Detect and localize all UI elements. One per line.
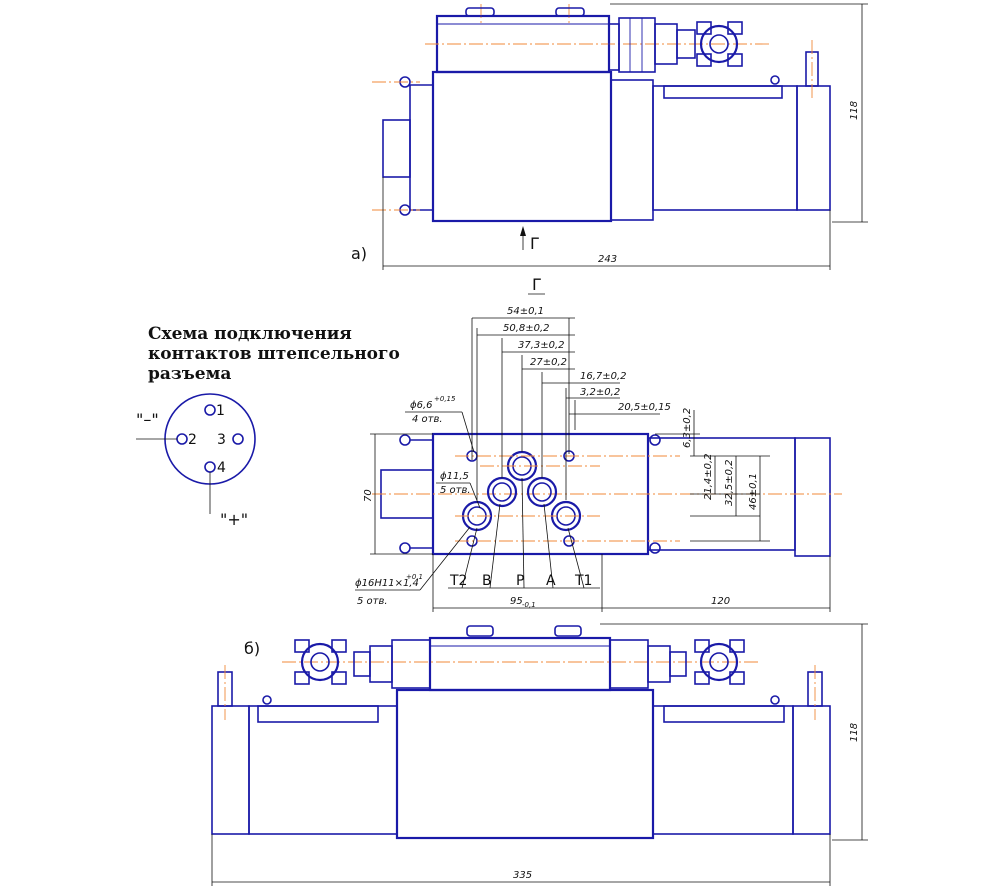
- hole-big-count: 5 отв.: [357, 596, 388, 607]
- view-b-valve-body: [395, 688, 655, 840]
- pin-1-label: 1: [216, 403, 225, 419]
- dim-37-3: 37,3±0,2: [518, 340, 565, 351]
- title-line-2: контактов штепсельного: [148, 344, 400, 364]
- title-line-3: разъема: [148, 364, 232, 384]
- connection-scheme-title: Схема подключения контактов штепсельного…: [148, 324, 400, 384]
- hole-big-tolerance: +0,1: [406, 573, 423, 581]
- connector-outline: [164, 393, 256, 485]
- pin-1: [204, 404, 216, 416]
- view-b-left-clamp: [294, 639, 347, 685]
- minus-label: "–": [136, 410, 159, 429]
- view-b-height-dimension: 118: [849, 723, 860, 742]
- dim-120: 120: [711, 596, 730, 607]
- dim-6-3: 6,3±0,2: [682, 408, 693, 448]
- dim-20-5: 20,5±0,15: [618, 402, 671, 413]
- hole-small-tolerance: +0,15: [434, 395, 456, 403]
- dim-32-5: 32,5±0,2: [724, 459, 735, 506]
- port-label-t1: T1: [574, 573, 592, 589]
- dim-50-8: 50,8±0,2: [503, 323, 550, 334]
- hole-small-count: 4 отв.: [412, 414, 443, 425]
- view-b-length-dimension: 335: [513, 870, 532, 881]
- pin-4: [204, 461, 216, 473]
- dim-27: 27±0,2: [530, 357, 567, 368]
- view-a-label: а): [351, 244, 367, 263]
- hole-mid-count: 5 отв.: [440, 485, 471, 496]
- view-g-label: Г: [532, 275, 542, 294]
- port-label-p: P: [516, 573, 524, 589]
- pin-3-label: 3: [217, 432, 226, 448]
- dim-54: 54±0,1: [507, 306, 544, 317]
- port-b: [486, 476, 518, 508]
- hole-small-callout: ϕ6,6: [410, 400, 433, 411]
- view-a-cable-clamp: [696, 21, 743, 67]
- view-g: Г: [355, 275, 842, 612]
- view-a-height-dimension: 118: [849, 101, 860, 120]
- connector-scheme: 1 2 3 4 "–" "+": [136, 393, 256, 529]
- dim-16-7: 16,7±0,2: [580, 371, 627, 382]
- pin-2-label: 2: [188, 432, 197, 448]
- view-b-right-clamp: [694, 639, 745, 685]
- view-b: б): [211, 623, 868, 886]
- dim-21-4: 21,4±0,2: [703, 453, 714, 500]
- dim-95-tolerance: -0,1: [522, 601, 536, 609]
- port-label-b: B: [482, 573, 492, 589]
- pin-4-label: 4: [217, 460, 226, 476]
- dim-70: 70: [363, 489, 374, 502]
- pin-2: [176, 433, 188, 445]
- view-a-length-dimension: 243: [598, 254, 617, 265]
- dim-95: 95: [510, 596, 523, 607]
- port-a: [526, 476, 558, 508]
- title-line-1: Схема подключения: [148, 324, 352, 344]
- dim-46: 46±0,1: [748, 473, 759, 510]
- hole-mid-callout: ϕ11,5: [440, 471, 469, 482]
- view-b-label: б): [244, 639, 260, 658]
- plus-label: "+": [220, 510, 248, 529]
- port-label-a: A: [546, 573, 556, 589]
- view-a: Г а) 118 243: [351, 3, 868, 270]
- hole-big-callout: ϕ16H11×1,4: [355, 578, 419, 589]
- view-a-valve-body: [431, 70, 613, 223]
- port-label-t2: T2: [449, 573, 467, 589]
- dim-3-2: 3,2±0,2: [580, 387, 620, 398]
- view-a-arrow-label: Г: [530, 234, 540, 253]
- pin-3: [232, 433, 244, 445]
